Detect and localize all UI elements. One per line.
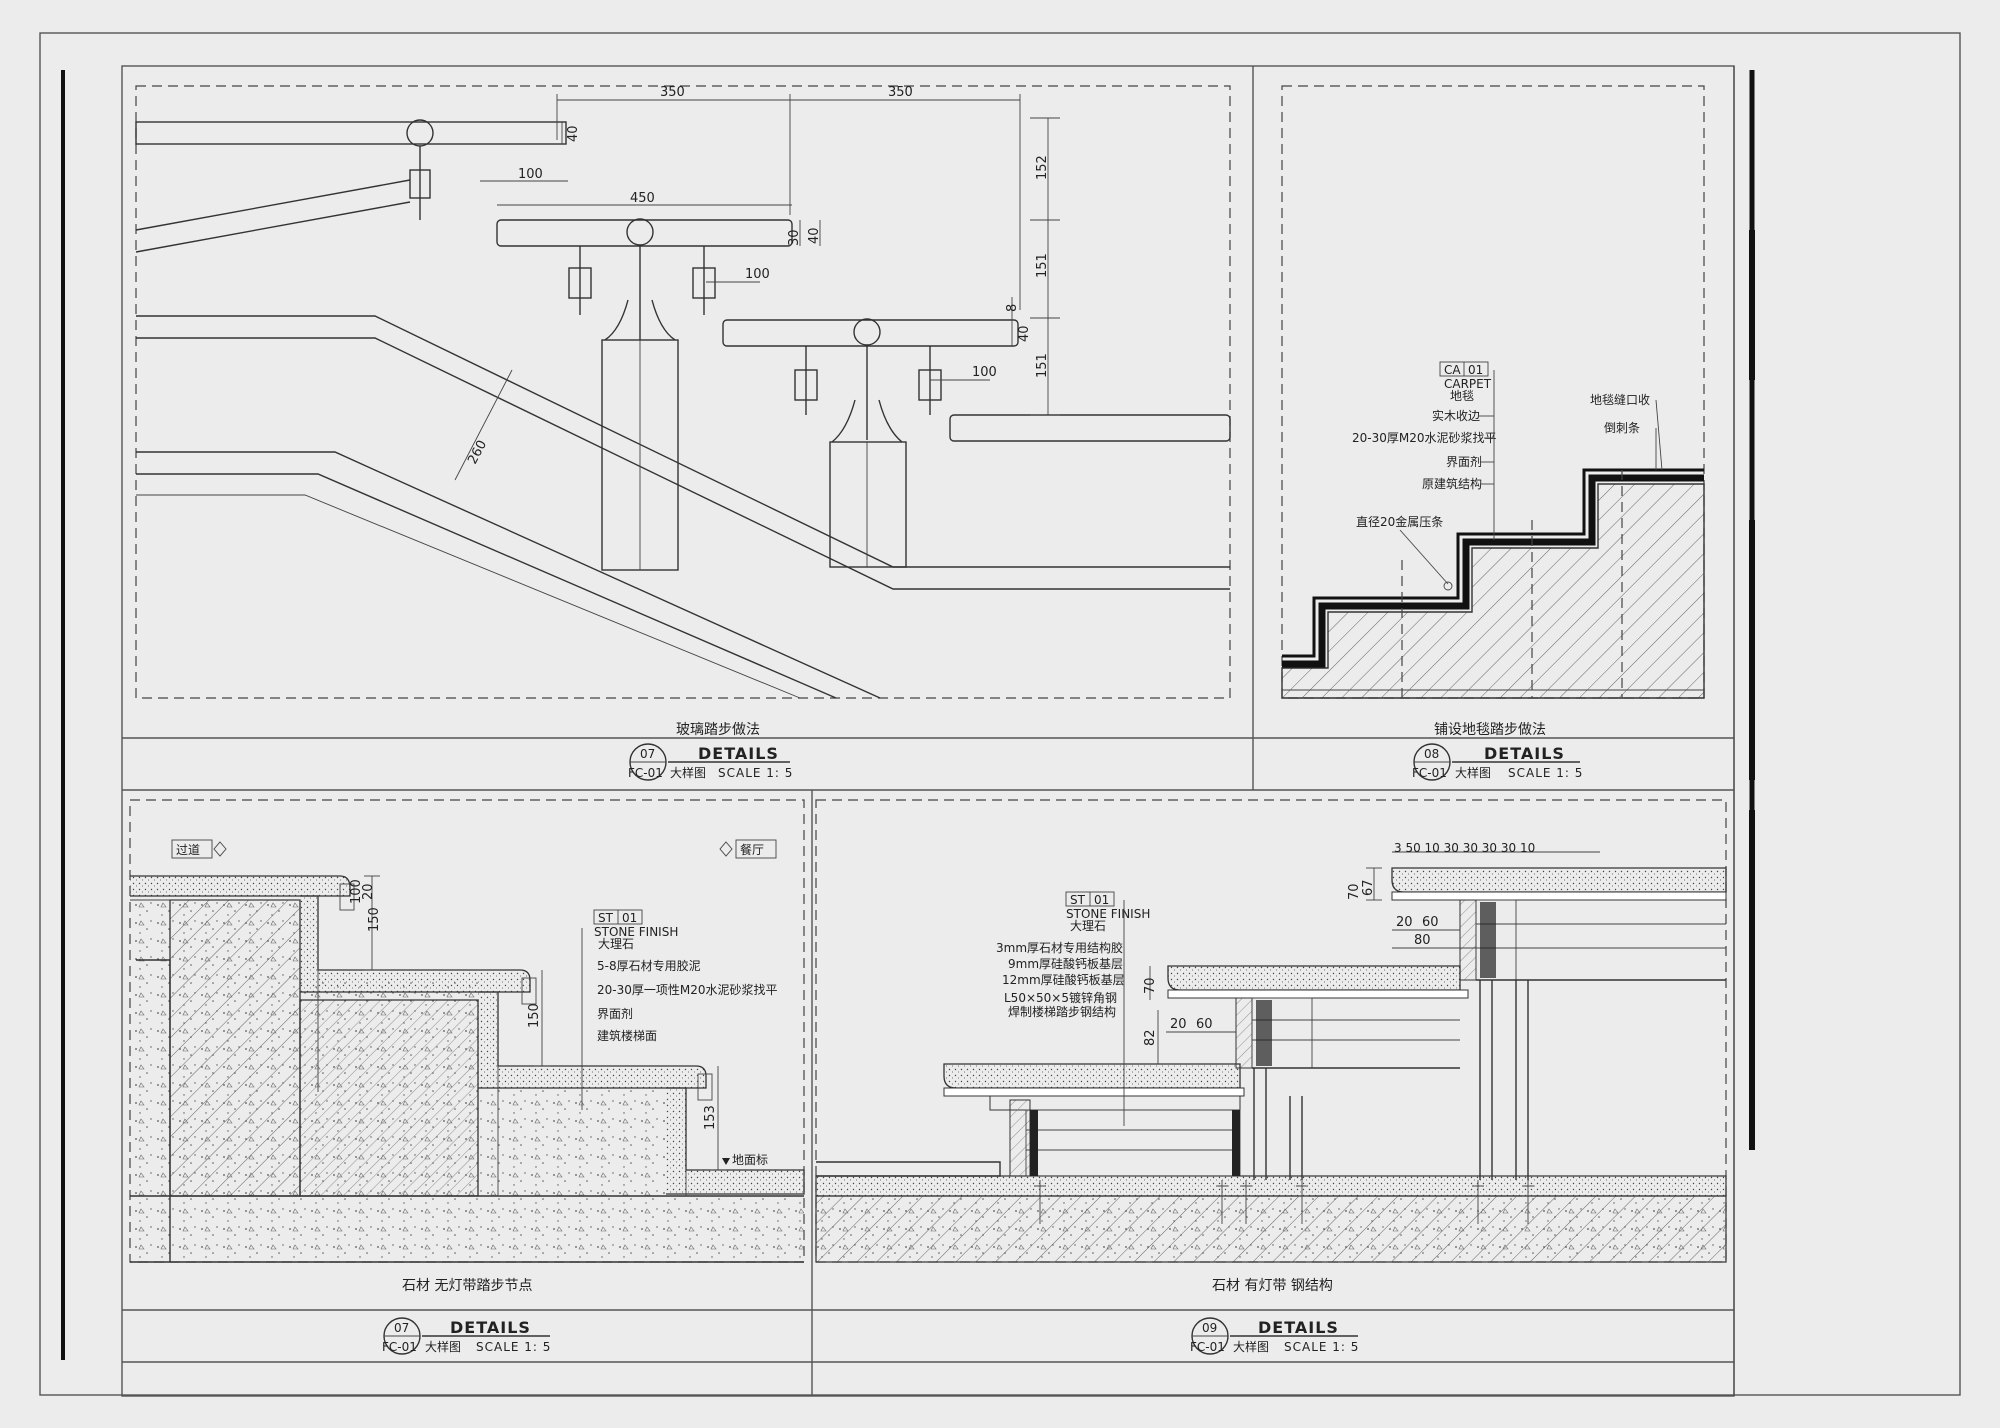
steel-note-1: 3mm厚石材专用结构胶	[996, 940, 1123, 955]
detail-08-subtitle: 大样图	[1455, 765, 1491, 780]
caption-07-lower: 石材 无灯带踏步节点	[402, 1278, 532, 1294]
carpet-note-2: 20-30厚M20水泥砂浆找平	[1352, 430, 1497, 445]
stone-note-2: 20-30厚一项性M20水泥砂浆找平	[597, 982, 778, 997]
steel-tag-num: 01	[1094, 893, 1109, 907]
stone-tag-num: 01	[622, 911, 637, 925]
stone-dim-153: 153	[703, 1105, 718, 1130]
steel-dim-80: 80	[1414, 933, 1431, 948]
dim-30: 30	[787, 229, 802, 246]
carpet-tag-num: 01	[1468, 363, 1483, 377]
detail-07-title: DETAILS	[698, 744, 779, 763]
stone-dim-100: 100	[349, 879, 364, 904]
sheet-frame	[39, 32, 1961, 1397]
stone-dim-150-a: 150	[367, 907, 382, 932]
caption-07: 玻璃踏步做法	[676, 721, 760, 738]
dim-260: 260	[465, 438, 490, 467]
detail-09-number: 09	[1202, 1321, 1217, 1335]
detail-07-sheet: FC-01	[628, 766, 663, 780]
dim-450: 450	[630, 191, 655, 206]
steel-dim-67: 67	[1361, 879, 1376, 896]
steel-note-3: 12mm厚硅酸钙板基层	[1002, 972, 1125, 987]
detail-08-title: DETAILS	[1484, 744, 1565, 763]
dim-40-b: 40	[807, 227, 822, 244]
dim-151-b: 151	[1035, 353, 1050, 378]
dim-350-left: 350	[660, 85, 685, 100]
detail-08-scale: SCALE 1: 5	[1508, 766, 1583, 780]
steel-note-4: L50×50×5镀锌角钢	[1004, 991, 1117, 1005]
dim-151-a: 151	[1035, 253, 1050, 278]
steel-tag-name: STONE FINISH	[1066, 907, 1150, 921]
dim-100-c: 100	[972, 365, 997, 380]
detail-07-lower-scale: SCALE 1: 5	[476, 1340, 551, 1354]
detail-09-stone-steel-stair: ST 01 STONE FINISH 大理石 3mm厚石材专用结构胶 9mm厚硅…	[815, 799, 1727, 1355]
steel-tag-cn: 大理石	[1070, 919, 1106, 933]
steel-note-2: 9mm厚硅酸钙板基层	[1008, 956, 1123, 971]
stone-note-3: 界面剂	[597, 1006, 633, 1021]
caption-08: 铺设地毯踏步做法	[1434, 722, 1546, 738]
carpet-note-3: 界面剂	[1446, 454, 1482, 469]
detail-07-subtitle: 大样图	[670, 765, 706, 780]
dim-40-a: 40	[566, 125, 581, 142]
caption-09: 石材 有灯带 钢结构	[1212, 1278, 1333, 1294]
stone-note-1: 5-8厚石材专用胶泥	[597, 958, 701, 973]
panel-grid	[122, 66, 1734, 1396]
tag-restaurant: 餐厅	[740, 842, 764, 857]
detail-07-stone-stair: 过道 餐厅 ST 01 STONE FINISH 大理石 5-8厚石材专用胶泥 …	[129, 799, 805, 1355]
steel-dim-top: 3 50 10 30 30 30 30 10	[1394, 841, 1535, 855]
detail-09-subtitle: 大样图	[1233, 1339, 1269, 1354]
detail-07-lower-title: DETAILS	[450, 1318, 531, 1337]
dim-8: 8	[1005, 304, 1020, 312]
dim-350-right: 350	[888, 85, 913, 100]
steel-note-5: 焊制楼梯踏步钢结构	[1008, 1004, 1116, 1019]
detail-07-number: 07	[640, 747, 655, 761]
dim-100-b: 100	[745, 267, 770, 282]
steel-tag-code: ST	[1070, 893, 1086, 907]
stone-dim-150-b: 150	[527, 1003, 542, 1028]
detail-09-scale: SCALE 1: 5	[1284, 1340, 1359, 1354]
detail-09-title: DETAILS	[1258, 1318, 1339, 1337]
carpet-note-right-1: 地毯缝口收	[1590, 392, 1650, 407]
stone-tag-code: ST	[598, 911, 614, 925]
level-mark: 地面标	[732, 1153, 768, 1167]
carpet-tag-cn: 地毯	[1450, 389, 1474, 403]
detail-07-lower-number: 07	[394, 1321, 409, 1335]
carpet-note-right-2: 倒刺条	[1604, 421, 1640, 435]
carpet-note-left: 直径20金属压条	[1356, 514, 1443, 529]
carpet-tag-code: CA	[1444, 363, 1461, 377]
stone-note-4: 建筑楼梯面	[597, 1028, 657, 1043]
steel-dim-20-a: 20	[1396, 915, 1413, 930]
detail-08-number: 08	[1424, 747, 1439, 761]
steel-dim-20-b: 20	[1170, 1017, 1187, 1032]
steel-dim-70-a: 70	[1347, 883, 1362, 900]
stone-dim-20: 20	[361, 883, 376, 900]
carpet-note-4: 原建筑结构	[1422, 476, 1482, 491]
carpet-note-1: 实木收边	[1432, 408, 1480, 423]
detail-08-carpet-stair: CA 01 CARPET 地毯 实木收边 20-30厚M20水泥砂浆找平 界面剂…	[1281, 85, 1705, 781]
carpet-tag-name: CARPET	[1444, 377, 1492, 391]
steel-dim-82: 82	[1143, 1029, 1158, 1046]
stone-tag-name: STONE FINISH	[594, 925, 678, 939]
detail-08-sheet: FC-01	[1412, 766, 1447, 780]
dim-40-c: 40	[1017, 325, 1032, 342]
dim-100-a: 100	[518, 167, 543, 182]
tag-corridor: 过道	[176, 843, 200, 857]
detail-07-glass-stair: 350 350 40 100 450 30 40 100 152 151 8 4…	[135, 85, 1231, 781]
detail-07-lower-sheet: FC-01	[382, 1340, 417, 1354]
detail-09-sheet: FC-01	[1190, 1340, 1225, 1354]
detail-07-scale: SCALE 1: 5	[718, 766, 793, 780]
steel-dim-60-a: 60	[1422, 915, 1439, 930]
steel-dim-70-b: 70	[1143, 977, 1158, 994]
dim-152: 152	[1035, 155, 1050, 180]
steel-dim-60-b: 60	[1196, 1017, 1213, 1032]
stone-tag-cn: 大理石	[598, 937, 634, 951]
detail-07-lower-subtitle: 大样图	[425, 1339, 461, 1354]
